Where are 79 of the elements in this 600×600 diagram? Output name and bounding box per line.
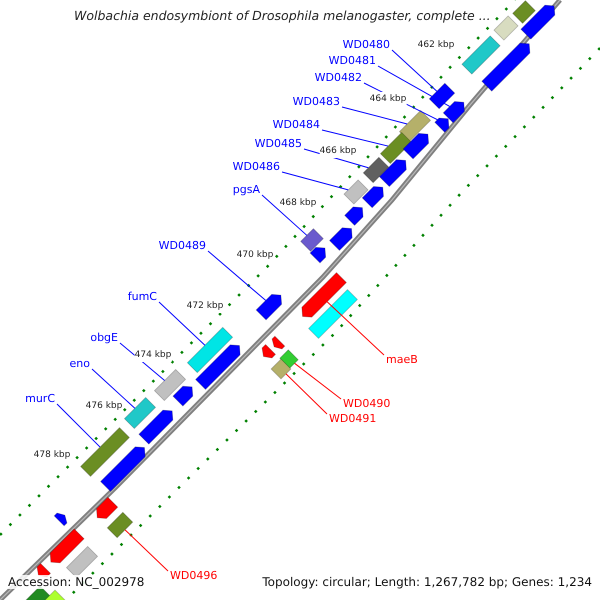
scale-label: 474 kbp [134, 348, 172, 362]
gene-label: maeB [386, 353, 418, 367]
gene-block [100, 446, 146, 492]
gene-block [308, 289, 358, 339]
scale-label: 476 kbp [86, 399, 122, 413]
leader-line [124, 529, 168, 572]
scale-label: 472 kbp [186, 299, 224, 313]
gene-block [362, 186, 384, 208]
gene-label: WD0489 [158, 239, 206, 253]
scale-label: 462 kbp [418, 38, 454, 52]
leader-line [326, 301, 384, 356]
gene-label: WD0496 [170, 569, 218, 583]
gene-block [362, 156, 390, 184]
gene-label: WD0482 [314, 71, 362, 85]
leader-line [294, 362, 342, 400]
leader-line [322, 130, 389, 147]
gene-block [512, 0, 536, 24]
gene-block [154, 368, 186, 402]
leader-line [56, 404, 101, 448]
gene-block [270, 358, 292, 380]
scale-label: 478 kbp [34, 448, 70, 462]
gene-block [96, 496, 118, 519]
gene-block [343, 179, 369, 205]
gene-block [378, 159, 407, 188]
topology-label: Topology: circular; Length: 1,267,782 bp; Genes: 1,234 [262, 575, 592, 589]
leader-line [282, 172, 349, 190]
gene-block [279, 349, 299, 369]
leader-line [378, 66, 450, 107]
scale-label: 470 kbp [236, 248, 274, 262]
gene-block [272, 336, 286, 350]
gene-label: WD0480 [342, 38, 390, 52]
leader-line [342, 106, 408, 124]
gene-block [329, 227, 353, 251]
leader-line [262, 194, 308, 236]
gene-block [186, 326, 234, 374]
gene-label: WD0483 [292, 95, 340, 109]
gene-block [50, 528, 85, 564]
gene-block [520, 4, 556, 40]
gene-block [301, 272, 347, 318]
gene-label: fumC [128, 290, 157, 304]
gene-label: murC [25, 392, 55, 406]
gene-block [398, 110, 432, 142]
leader-line [392, 50, 438, 92]
leader-line [92, 368, 136, 409]
gene-block [344, 206, 364, 226]
gene-block [138, 410, 174, 445]
scale-label: 468 kbp [280, 196, 316, 210]
leader-line [208, 250, 266, 301]
gene-block [461, 35, 501, 75]
gene-label: WD0481 [328, 54, 376, 68]
gene-block [428, 82, 456, 110]
gene-label: WD0484 [272, 118, 320, 132]
gene-block [442, 101, 465, 124]
gene-label: WD0490 [343, 397, 390, 411]
gene-block [300, 228, 324, 252]
gene-label: pgsA [232, 183, 260, 197]
accession-label: Accession: NC_002978 [8, 575, 144, 589]
gene-label: WD0491 [329, 412, 376, 426]
gene-label: obgE [90, 331, 118, 345]
gene-block [310, 246, 326, 264]
map-title: Wolbachia endosymbiont of Drosophila melanogaster, complete ... [74, 9, 491, 23]
gene-block [262, 344, 276, 358]
scale-label: 464 kbp [370, 92, 406, 106]
gene-label: eno [70, 357, 90, 371]
gene-label: WD0486 [232, 160, 280, 174]
gene-label: WD0485 [254, 137, 302, 151]
gene-block [106, 512, 134, 538]
gene-block [434, 118, 450, 133]
scale-label: 466 kbp [320, 144, 356, 158]
leader-line [158, 302, 206, 346]
gene-block [256, 294, 282, 320]
gene-block [195, 344, 241, 390]
gene-block [80, 427, 130, 477]
gene-block [402, 132, 430, 160]
gene-block [124, 396, 156, 430]
leader-line [286, 373, 328, 414]
gene-block [481, 42, 530, 92]
gene-block [172, 386, 194, 407]
gene-block [380, 132, 412, 164]
